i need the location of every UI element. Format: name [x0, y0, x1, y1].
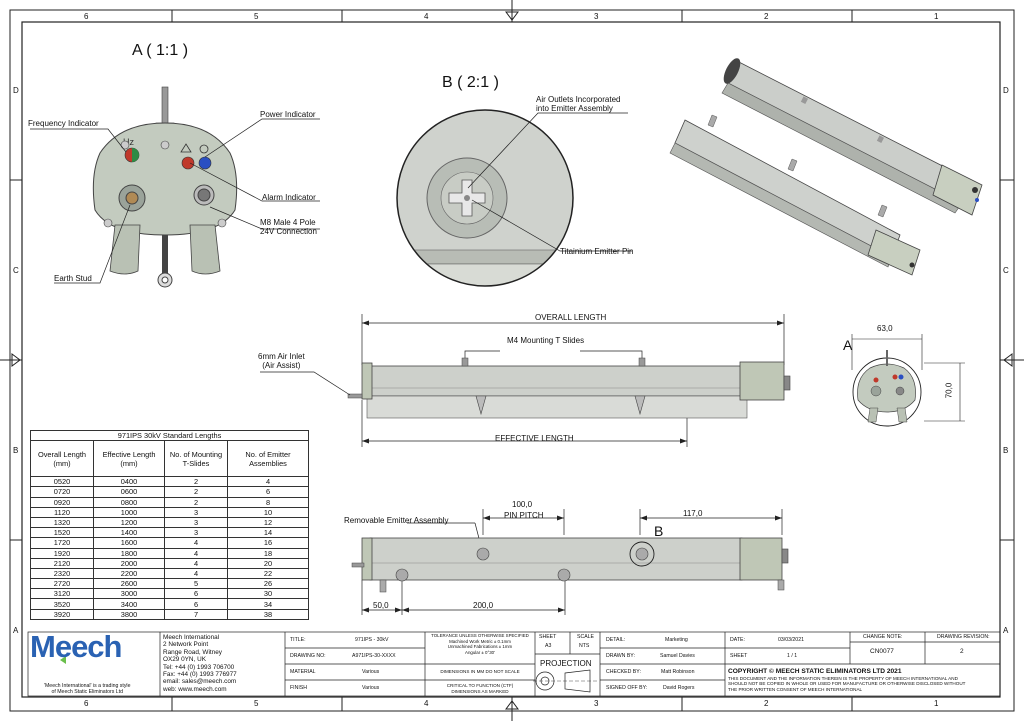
air-inlet-leader [260, 371, 351, 396]
dim-117: 117,0 [683, 509, 703, 518]
zone-bottom-6: 6 [84, 699, 89, 708]
ctf-note: CRITICAL TO FUNCTION (CTF)DIMENSIONS AS … [446, 683, 514, 694]
detail-a-title: A ( 1:1 ) [132, 42, 189, 59]
signed-off-label: SIGNED OFF BY: [606, 685, 648, 691]
end-view [851, 334, 965, 427]
dim-50: 50,0 [373, 601, 389, 610]
zone-bottom-3: 3 [594, 699, 599, 708]
trading-style-note: 'Meech International' is a trading style… [44, 683, 131, 695]
drawing-no-label: DRAWING NO: [290, 653, 326, 659]
sheet-number-label: SHEET [730, 653, 748, 659]
date-label: DATE: [730, 637, 745, 643]
air-inlet-label: 6mm Air Inlet(Air Assist) [258, 352, 305, 370]
checked-by-value: Matt Robinson [661, 669, 695, 675]
isometric-views [669, 58, 983, 276]
emitter-pin-label: Titainium Emitter Pin [560, 247, 634, 256]
end-width-dim: 63,0 [877, 324, 893, 333]
zone-right-a: A [1003, 626, 1009, 635]
scale-label: SCALE [577, 634, 595, 640]
zone-right-b: B [1003, 446, 1009, 455]
sheet-number-value: 1 / 1 [787, 653, 798, 659]
property-notice: THIS DOCUMENT AND THE INFORMATION THEREI… [728, 676, 966, 692]
zone-left-d: D [13, 86, 19, 95]
power-indicator-label: Power Indicator [260, 110, 316, 119]
zone-top-3: 3 [594, 12, 599, 21]
material-label: MATERIAL [290, 669, 316, 675]
col-mounting-slides: No. of Mounting T-Slides [164, 440, 228, 478]
overall-length-label: OVERALL LENGTH [535, 313, 607, 322]
drawn-by-value: Samuel Davies [660, 653, 695, 659]
frequency-indicator-label: Frequency Indicator [28, 119, 99, 128]
change-note-value: CN0077 [870, 648, 894, 655]
meech-logo: Meech [30, 629, 122, 664]
earth-stud-label: Earth Stud [54, 274, 92, 283]
detail-label: DETAIL: [606, 637, 626, 643]
mounting-t-slides-label: M4 Mounting T Slides [507, 336, 585, 345]
material-value: Various [362, 669, 380, 675]
zone-bottom-4: 4 [424, 699, 429, 708]
date-value: 03/03/2021 [778, 637, 804, 643]
pin-pitch-value: 100,0 [512, 500, 533, 509]
detail-b-marker: B [654, 523, 664, 539]
title-value: 971IPS - 30kV [355, 637, 389, 643]
zone-bottom-2: 2 [764, 699, 769, 708]
drawn-by-label: DRAWN BY: [606, 653, 635, 659]
dims-note: DIMENSIONS IN MM DO NOT SCALE [440, 669, 520, 674]
detail-b-title: B ( 2:1 ) [442, 74, 499, 91]
detail-value: Marketing [665, 637, 688, 643]
finish-value: Various [362, 685, 380, 691]
standard-lengths-table: 971IPS 30kV Standard Lengths Overall Len… [30, 429, 309, 620]
zone-left-c: C [13, 266, 19, 275]
drawing-revision-value: 2 [960, 648, 964, 655]
zone-right-c: C [1003, 266, 1009, 275]
checked-by-label: CHECKED BY: [606, 669, 641, 675]
zone-bottom-1: 1 [934, 699, 939, 708]
zone-top-4: 4 [424, 12, 429, 21]
dim-200: 200,0 [473, 601, 494, 610]
zone-right-d: D [1003, 86, 1009, 95]
bottom-view [351, 509, 789, 615]
zone-left-a: A [13, 626, 19, 635]
finish-label: FINISH [290, 685, 308, 691]
scale-value: NTS [579, 643, 590, 649]
table-cell: 38 [227, 608, 309, 620]
zone-bottom-5: 5 [254, 699, 259, 708]
front-view [347, 314, 791, 447]
sheet-size-label: SHEET [539, 634, 557, 640]
hz-label: Hz [123, 137, 134, 147]
projection-label: PROJECTION [540, 659, 592, 668]
end-view-letter: A [843, 337, 853, 353]
zone-top-6: 6 [84, 12, 89, 21]
zone-top-2: 2 [764, 12, 769, 21]
effective-length-label: EFFECTIVE LENGTH [495, 434, 574, 443]
zone-top-1: 1 [934, 12, 939, 21]
removable-emitter-label: Removable Emitter Assembly [344, 516, 449, 525]
change-note-label: CHANGE NOTE: [863, 634, 903, 640]
zone-top-5: 5 [254, 12, 259, 21]
signed-off-value: David Rogers [663, 685, 695, 691]
col-effective-length: Effective Length (mm) [93, 440, 165, 478]
copyright-notice: COPYRIGHT © MEECH STATIC ELIMINATORS LTD… [728, 668, 902, 675]
alarm-indicator-label: Alarm Indicator [262, 193, 316, 202]
detail-a-leaders [30, 118, 320, 284]
drawing-no-value: A971IPS-30-XXXX [352, 653, 396, 659]
detail-b-drawing [396, 109, 574, 287]
detail-b-leaders [467, 112, 632, 252]
table-title: 971IPS 30kV Standard Lengths [30, 429, 309, 442]
sheet-size-value: A3 [545, 643, 552, 649]
pin-pitch-label: PIN PITCH [504, 511, 544, 520]
title-label: TITLE: [290, 637, 306, 643]
drawing-revision-label: DRAWING REVISION: [937, 634, 990, 640]
zone-left-b: B [13, 446, 19, 455]
